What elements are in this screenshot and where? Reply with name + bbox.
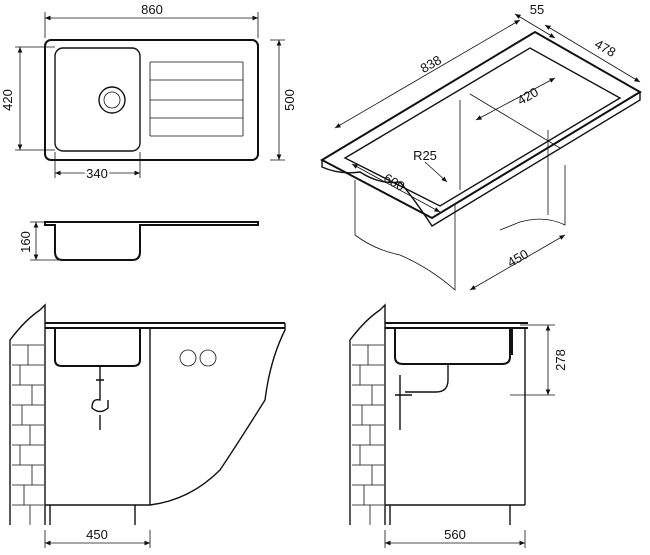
dim-450-iso: 450	[505, 246, 531, 270]
dim-278: 278	[553, 349, 568, 371]
front-view: 450	[9, 303, 286, 548]
dim-500: 500	[282, 89, 297, 111]
dim-478: 478	[592, 36, 618, 60]
dim-860: 860	[141, 2, 163, 17]
dim-600: 600	[381, 170, 407, 194]
plan-view: 860 340 420 500	[0, 2, 297, 183]
dim-420: 420	[0, 89, 15, 111]
drain-icon	[98, 86, 126, 114]
side-view: 160	[18, 221, 259, 261]
dim-838: 838	[418, 52, 444, 76]
dim-160: 160	[18, 231, 33, 253]
dim-340: 340	[86, 166, 108, 181]
dim-560: 560	[444, 527, 466, 542]
dim-55: 55	[530, 2, 544, 17]
dim-r25: R25	[413, 148, 437, 163]
isometric-view: 55 478 838 420 R25 600 450	[319, 2, 642, 291]
section-view: 278 560	[349, 303, 568, 548]
dim-450: 450	[86, 527, 108, 542]
